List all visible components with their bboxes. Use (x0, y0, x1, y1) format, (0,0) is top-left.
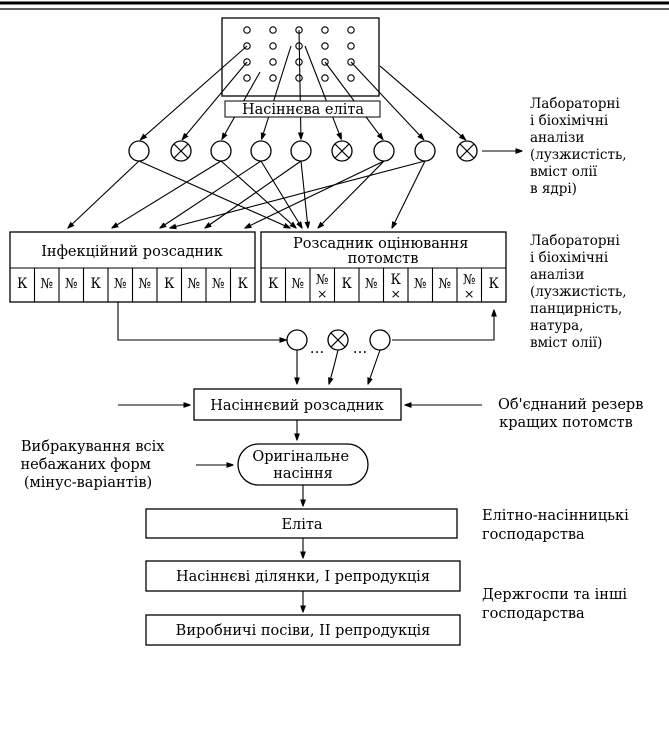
ellipsis-2: … (353, 341, 368, 357)
grid-dot (347, 26, 355, 34)
circle-to-nursery-lines (68, 160, 426, 228)
plot-label: К (164, 276, 175, 292)
nursery-to-circles-lines (117, 302, 494, 340)
circle-selected (369, 329, 391, 351)
grid-dot (243, 26, 251, 34)
circle-selected (250, 140, 272, 162)
plot-label: № (40, 276, 53, 292)
plot-label: № (187, 276, 200, 292)
infection-nursery-label: Інфекційний розсадник (41, 244, 223, 260)
circle-selected (373, 140, 395, 162)
plot-label: № (438, 276, 451, 292)
plot-label: К (238, 276, 249, 292)
grid-dot (269, 58, 277, 66)
grid-dot (347, 74, 355, 82)
reproduction-1-box (145, 560, 461, 592)
reproduction-2-box (145, 614, 461, 646)
plot-label: К (17, 276, 28, 292)
grid-dot (321, 74, 329, 82)
analyses-2-text: Лабораторні і біохімічні аналізи (лузжис… (530, 233, 631, 351)
seed-nursery-label: Насіннєвий розсадник (210, 398, 384, 414)
elite-label: Еліта (281, 517, 322, 533)
plot-label: № (114, 276, 127, 292)
plot-label: № (365, 276, 378, 292)
state-farms-text: Держгоспи та інші господарства (482, 587, 632, 622)
plot-label: № (414, 276, 427, 292)
top-border (0, 1, 669, 10)
grid-dot (269, 74, 277, 82)
plot-rejected-mark: × (464, 286, 474, 301)
plot-label: № (65, 276, 78, 292)
grid-dot (321, 42, 329, 50)
seed-nursery-box (193, 388, 402, 421)
plot-label: К (91, 276, 102, 292)
elite-farms-text: Елітно-насінницькі господарства (482, 508, 633, 543)
grid-dot (269, 42, 277, 50)
seed-elite-label: Насіннєва еліта (242, 102, 364, 118)
circle-selected (286, 329, 308, 351)
progeny-nursery-label: Розсадник оцінювання потомств (293, 236, 473, 267)
second-circles (286, 329, 391, 351)
infection-nursery: Інфекційний розсадник К № № К № № К № № К (9, 231, 256, 303)
plot-label: К (342, 276, 353, 292)
original-seed-label: Оригінальне насіння (252, 449, 353, 482)
grid-dot (347, 42, 355, 50)
reserve-text: Об'єднаний резерв кращих потомств (498, 397, 648, 431)
plot-label: К (268, 276, 279, 292)
elite-box (145, 508, 458, 539)
grid-dot (295, 74, 303, 82)
plot-rejected-mark: × (391, 286, 401, 301)
circle-selected (128, 140, 150, 162)
fan-lines (141, 29, 466, 140)
plot-label: № (212, 276, 225, 292)
plot-label: № (138, 276, 151, 292)
circle-selected (414, 140, 436, 162)
reproduction-2-label: Виробничі посіви, ІІ репродукція (176, 623, 431, 639)
circle-selected (210, 140, 232, 162)
selection-circles (128, 140, 478, 162)
culling-text: Вибракування всіх небажаних форм (мінус-… (21, 439, 170, 491)
plot-label: № (291, 276, 304, 292)
grid-dot (269, 26, 277, 34)
plot-label: № (463, 272, 476, 288)
grid-dot (243, 74, 251, 82)
reproduction-1-label: Насіннєві ділянки, І репродукція (176, 569, 430, 585)
infection-plots: К № № К № № К № № К (17, 268, 249, 302)
ellipsis-1: … (310, 341, 325, 357)
plot-label: № (316, 272, 329, 288)
plot-label: К (489, 276, 500, 292)
circles-to-seed-nursery (297, 349, 381, 384)
plot-label: К (391, 272, 402, 288)
analyses-1-text: Лабораторні і біохімічні аналізи (лузжис… (530, 96, 631, 197)
grid-dot (321, 26, 329, 34)
circle-selected (290, 140, 312, 162)
plot-rejected-mark: × (317, 286, 327, 301)
